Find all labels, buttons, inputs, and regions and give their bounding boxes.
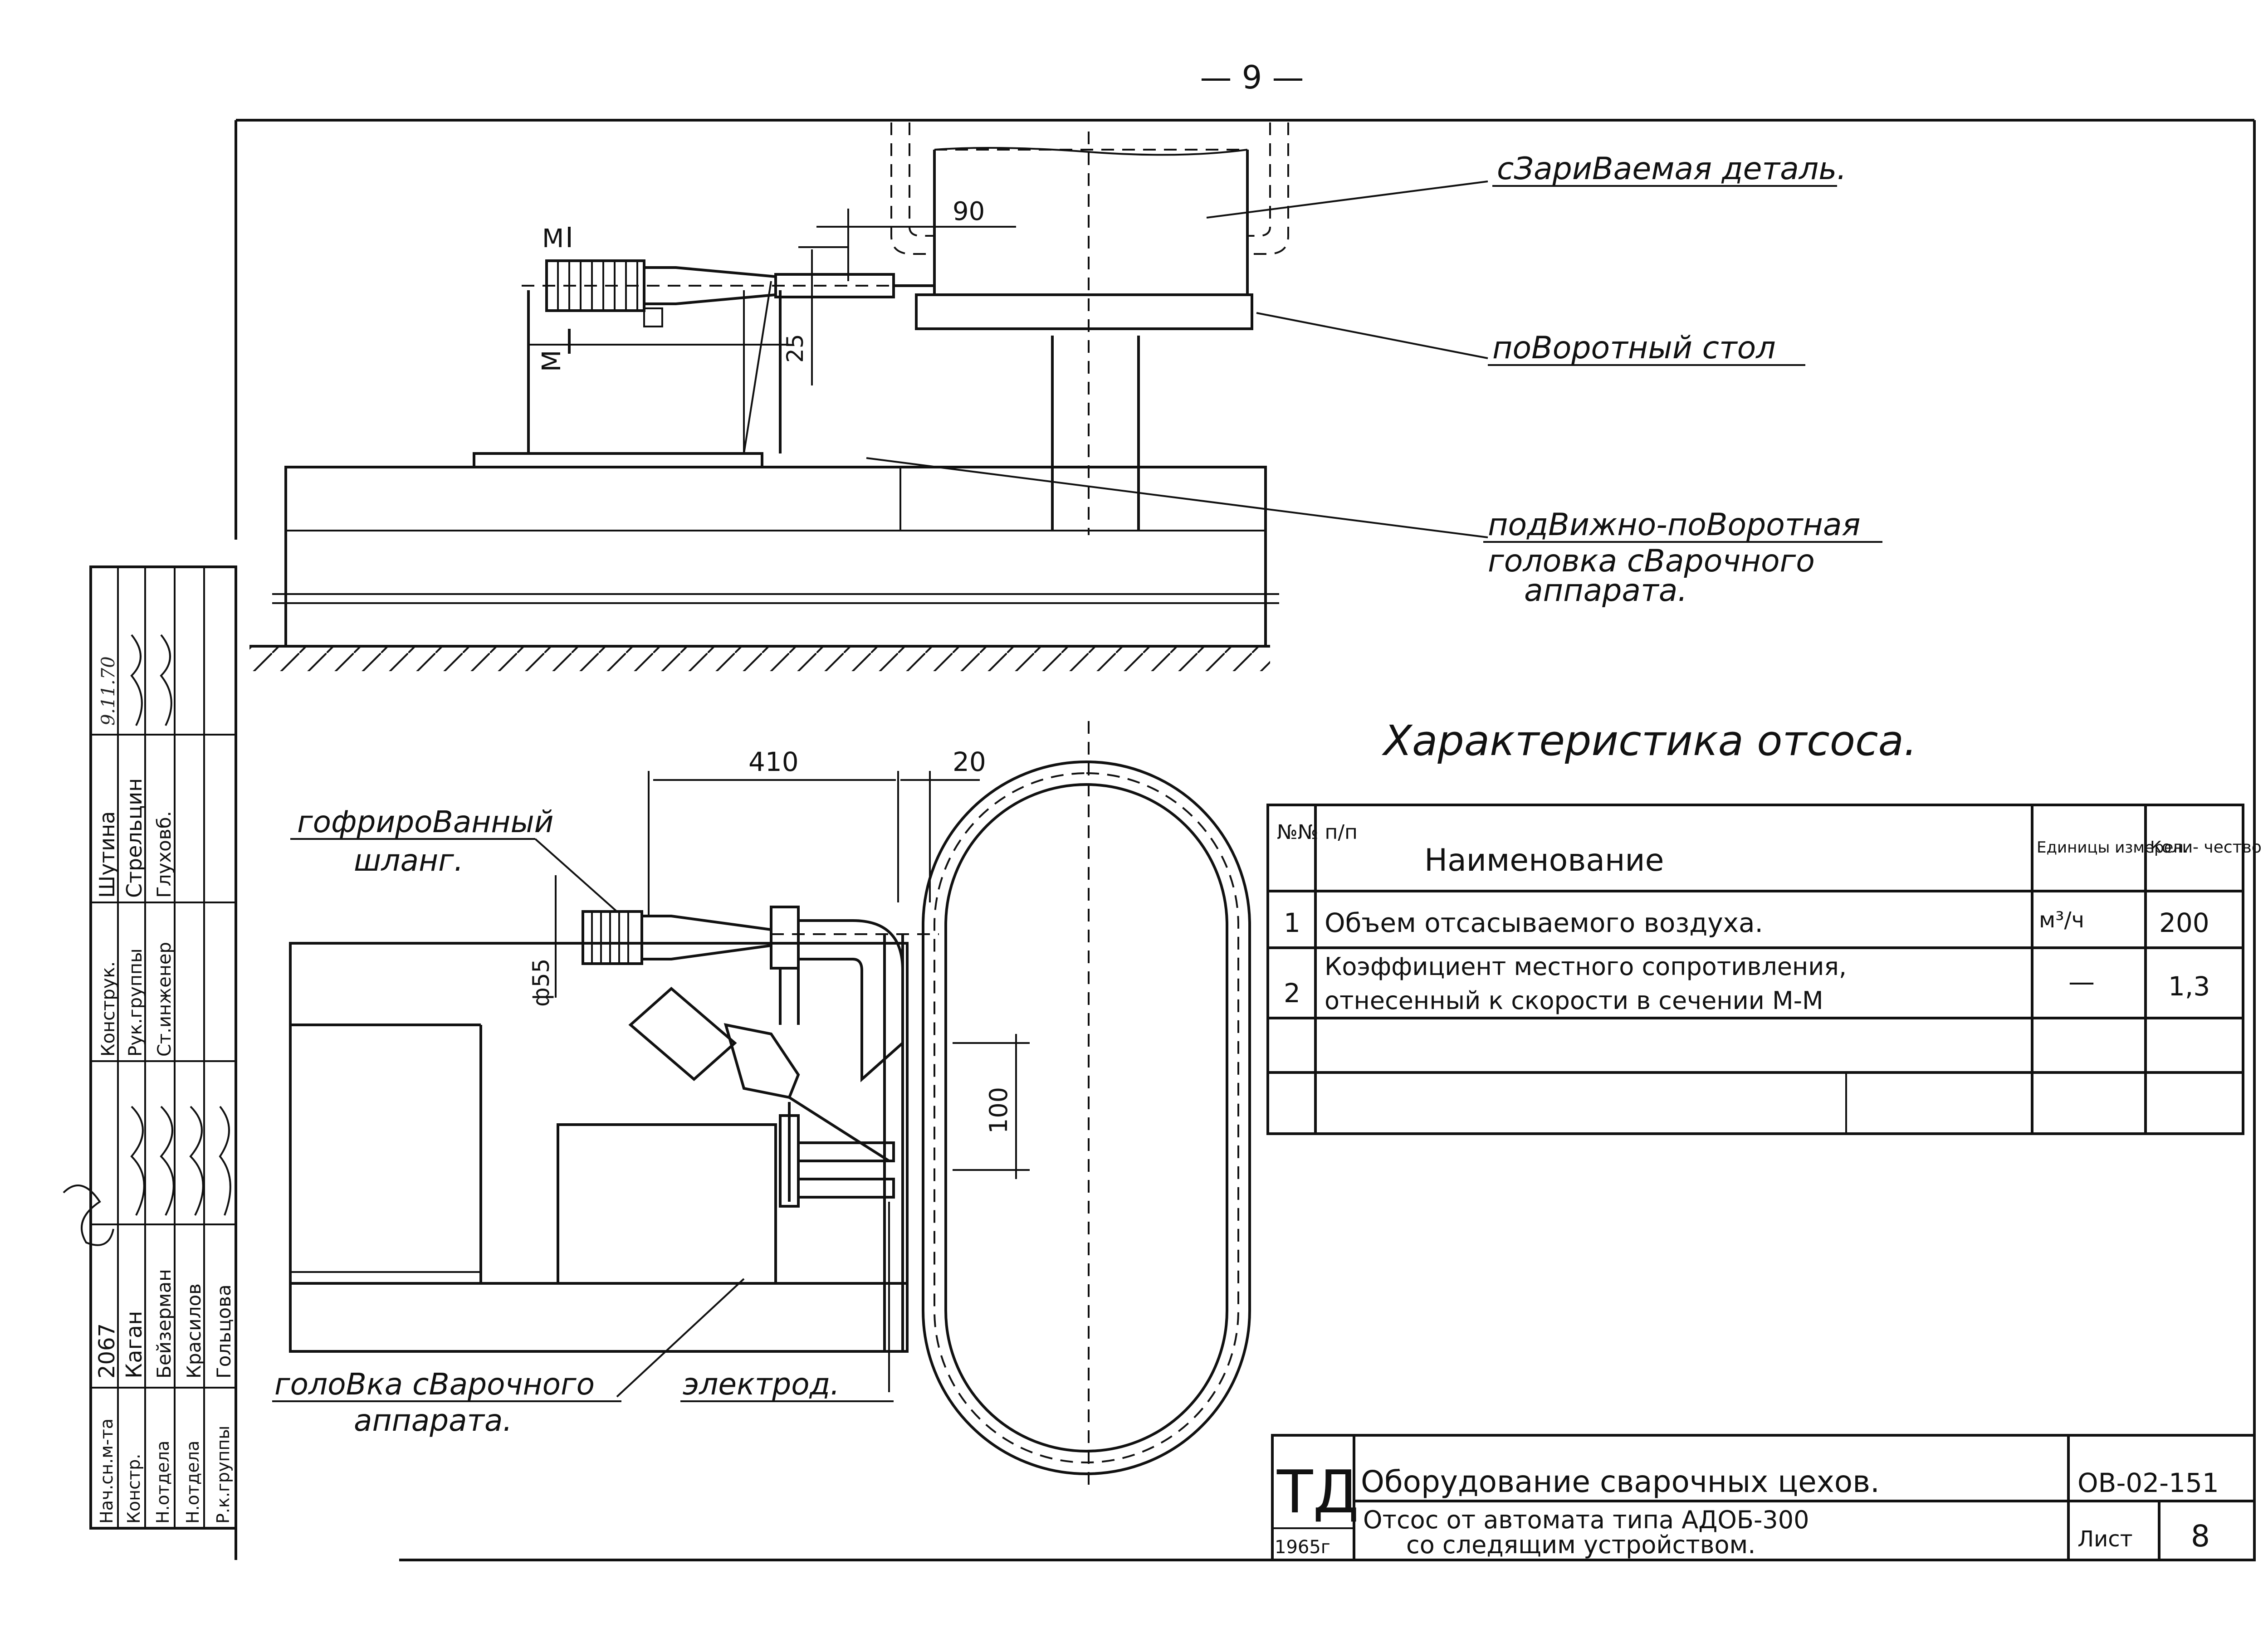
svg-text:Нач.сн.м-та: Нач.сн.м-та — [97, 1418, 117, 1524]
title-block-title-2: Отсос от автомата типа АДОБ-300 — [1363, 1506, 1809, 1534]
label-welded-part: сЗариВаемая деталь. — [1497, 151, 1847, 187]
label-welding-head-1: голоВка сВарочного — [274, 1367, 595, 1402]
dim-100: 100 — [984, 1087, 1013, 1134]
label-welding-head-2: аппарата. — [354, 1403, 512, 1438]
label-corrugated-hose-1: гофрироВанный — [297, 804, 554, 839]
svg-text:200: 200 — [2159, 907, 2209, 938]
svg-text:Гольцова: Гольцова — [213, 1284, 235, 1379]
title-block-mark: ТД — [1276, 1457, 1359, 1526]
svg-text:Бейзерман: Бейзерман — [153, 1269, 175, 1379]
svg-text:отнесенный к скорости в сечени: отнесенный к скорости в сечении М-М — [1325, 986, 1823, 1015]
svg-text:2067: 2067 — [94, 1323, 120, 1379]
svg-text:Ст.инженер: Ст.инженер — [154, 942, 175, 1057]
header-num: №№ п/п — [1277, 821, 1358, 844]
svg-text:Красилов: Красилов — [183, 1283, 205, 1379]
header-unit: Единицы измерен. — [2037, 838, 2189, 857]
side-stamp: Нач.сн.м-та Констр. Н.отдела Н.отдела Р.… — [63, 565, 237, 1530]
title-block-title-3: со следящим устройством. — [1406, 1531, 1755, 1559]
section-mark-m-bottom: М — [537, 350, 567, 372]
svg-text:1,3: 1,3 — [2168, 971, 2210, 1002]
svg-text:Р.к.группы: Р.к.группы — [213, 1426, 233, 1524]
top-view-labels: сЗариВаемая деталь. поВоротный стол подВ… — [537, 151, 1882, 609]
table-row: 1 Объем отсасываемого воздуха. м³/ч 200 — [1284, 907, 2209, 938]
label-corrugated-hose-2: шланг. — [354, 843, 464, 878]
svg-text:—: — — [2068, 966, 2095, 997]
page-number: — 9 — — [1200, 59, 1304, 96]
svg-text:Н.отдела: Н.отдела — [183, 1441, 203, 1524]
title-block-sheet-number: 8 — [2191, 1519, 2210, 1554]
label-movable-head-3: аппарата. — [1524, 573, 1687, 609]
characteristics-table: Характеристика отсоса. №№ п/п Наименован… — [1266, 717, 2262, 1135]
svg-text:Каган: Каган — [122, 1311, 147, 1379]
characteristics-title: Характеристика отсоса. — [1382, 717, 1917, 765]
dim-55: ф55 — [528, 959, 554, 1007]
svg-text:9.11.70: 9.11.70 — [98, 656, 119, 726]
svg-text:Конструк.: Конструк. — [98, 961, 119, 1057]
svg-text:Рук.группы: Рук.группы — [125, 948, 146, 1057]
title-block-year: 1965г — [1275, 1537, 1330, 1558]
svg-text:Объем отсасываемого воздуха.: Объем отсасываемого воздуха. — [1325, 907, 1763, 938]
plan-view — [289, 721, 1251, 1487]
dim-410: 410 — [748, 746, 799, 777]
header-name: Наименование — [1424, 843, 1664, 878]
svg-text:Коэффициент местного сопротивл: Коэффициент местного сопротивления, — [1325, 952, 1847, 981]
dim-25: 25 — [782, 334, 808, 363]
svg-text:Констр.: Констр. — [124, 1454, 144, 1524]
title-block-code: ОВ-02-151 — [2077, 1467, 2219, 1498]
label-movable-head-1: подВижно-поВоротная — [1488, 507, 1861, 543]
title-block: ТД 1965г Оборудование сварочных цехов. О… — [1271, 1434, 2256, 1561]
svg-text:м³/ч: м³/ч — [2039, 907, 2084, 933]
header-qty: Коли- чество — [2150, 838, 2262, 857]
dim-90: 90 — [953, 197, 985, 226]
title-block-sheet-label: Лист — [2077, 1526, 2133, 1552]
label-movable-head-2: головка сВарочного — [1488, 543, 1815, 579]
plan-view-labels: гофрироВанный шланг. голоВка сВарочного … — [272, 746, 1013, 1438]
svg-text:Н.отдела: Н.отдела — [153, 1441, 173, 1524]
top-elevation-view — [249, 122, 1488, 671]
svg-text:Шутина: Шутина — [95, 811, 119, 898]
label-electrode: электрод. — [683, 1367, 840, 1402]
title-block-title-1: Оборудование сварочных цехов. — [1361, 1464, 1880, 1499]
table-row: 2 Коэффициент местного сопротивления, от… — [1284, 952, 2210, 1015]
signatures — [63, 634, 231, 1246]
dim-20: 20 — [953, 746, 986, 777]
svg-text:Глуховб.: Глуховб. — [153, 811, 175, 898]
svg-text:1: 1 — [1284, 907, 1300, 938]
svg-text:Стрельцин: Стрельцин — [122, 778, 147, 898]
section-mark-m-top: М — [542, 224, 564, 253]
label-rotary-table: поВоротный стол — [1492, 330, 1776, 366]
svg-text:2: 2 — [1284, 978, 1300, 1009]
